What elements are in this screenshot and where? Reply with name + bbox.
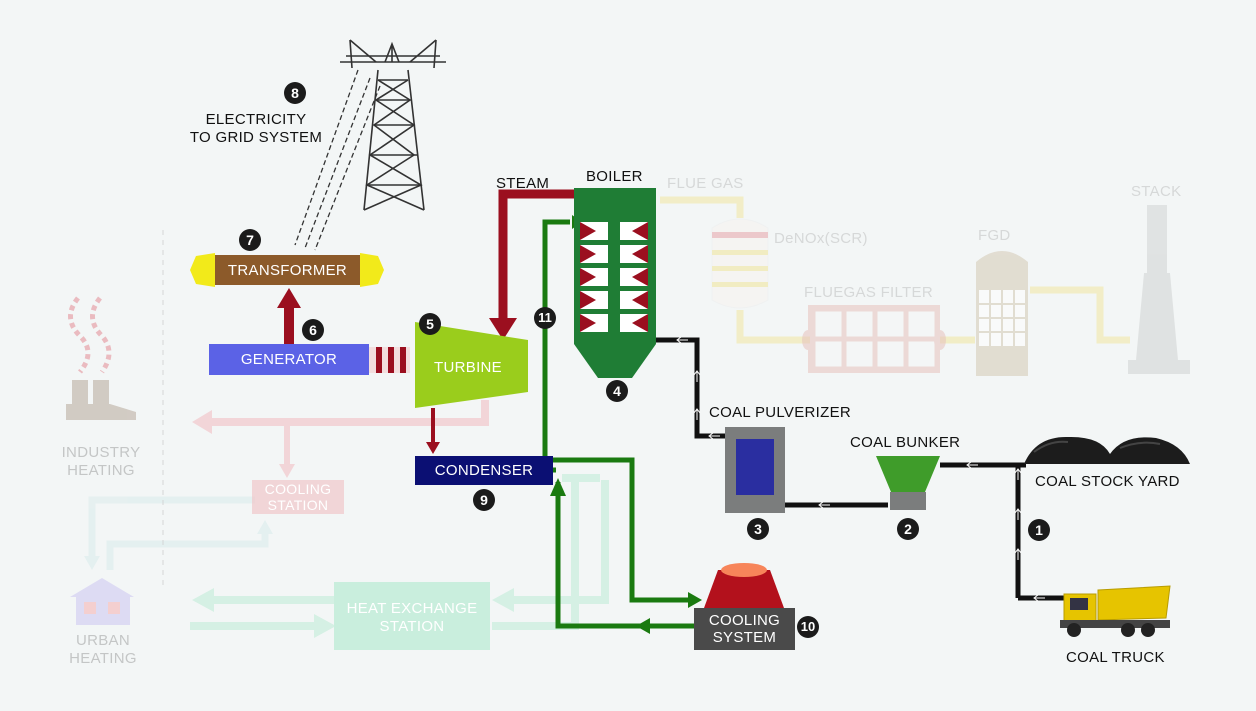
turbine-unit — [415, 322, 528, 408]
boiler-unit — [574, 188, 656, 378]
transmission-tower-icon — [340, 39, 446, 211]
step-10-badge: 10 — [797, 616, 819, 638]
coal-truck-label: COAL TRUCK — [1066, 649, 1165, 666]
step-11-badge: 11 — [534, 307, 556, 329]
steam-label: STEAM — [496, 175, 550, 192]
denox-scr-unit — [711, 218, 769, 309]
step-8-badge: 8 — [284, 82, 306, 104]
factory-icon — [66, 296, 136, 420]
coal-pile-icon — [1024, 436, 1190, 464]
transformer-label: TRANSFORMER — [227, 262, 348, 279]
heat-exchange-station-box — [334, 582, 490, 650]
coal-pulverizer-label: COAL PULVERIZER — [709, 404, 852, 421]
fluegas-filter-unit — [802, 305, 946, 373]
step-9-badge: 9 — [473, 489, 495, 511]
cooling-system-label: COOLING SYSTEM — [708, 612, 781, 646]
heat-exchange-label: HEAT EXCHANGE STATION — [346, 600, 478, 635]
denox-label: DeNOx(SCR) — [774, 230, 868, 247]
house-icon — [70, 578, 134, 625]
step-5-badge: 5 — [419, 313, 441, 335]
industry-heating-label: INDUSTRY HEATING — [61, 444, 141, 479]
stack-icon — [1128, 205, 1190, 374]
step-4-badge: 4 — [606, 380, 628, 402]
power-lines — [294, 69, 381, 251]
cooling-station-box — [252, 480, 344, 514]
cooling-station-label: COOLING STATION — [264, 481, 332, 513]
coal-pulverizer-unit — [725, 427, 785, 513]
coal-bunker-unit — [876, 456, 940, 510]
condenser-label: CONDENSER — [434, 462, 534, 479]
boiler-label: BOILER — [586, 168, 643, 185]
generator-label: GENERATOR — [240, 351, 338, 368]
electricity-label: ELECTRICITY TO GRID SYSTEM — [189, 111, 323, 146]
fgd-label: FGD — [978, 227, 1011, 244]
step-6-badge: 6 — [302, 319, 324, 341]
coal-conveyor-lines — [656, 337, 1066, 601]
fluegas-filter-label: FLUEGAS FILTER — [804, 284, 933, 301]
stack-label: STACK — [1131, 183, 1182, 200]
fgd-unit — [976, 251, 1028, 376]
step-2-badge: 2 — [897, 518, 919, 540]
step-7-badge: 7 — [239, 229, 261, 251]
step-1-badge: 1 — [1028, 519, 1050, 541]
coal-stock-yard-label: COAL STOCK YARD — [1035, 473, 1180, 490]
generator-unit — [209, 344, 369, 375]
transformer-unit — [190, 253, 384, 287]
heating-network — [84, 230, 609, 638]
steam-lines — [277, 189, 578, 454]
flue-gas-label: FLUE GAS — [667, 175, 744, 192]
dump-truck-icon — [1060, 585, 1171, 637]
condenser-unit — [415, 456, 553, 485]
urban-heating-label: URBAN HEATING — [69, 632, 137, 667]
turbine-label: TURBINE — [434, 359, 502, 376]
cooling-system-unit — [694, 563, 795, 650]
step-3-badge: 3 — [747, 518, 769, 540]
coal-bunker-label: COAL BUNKER — [850, 434, 961, 451]
coal-flow-arrows — [676, 336, 1045, 602]
